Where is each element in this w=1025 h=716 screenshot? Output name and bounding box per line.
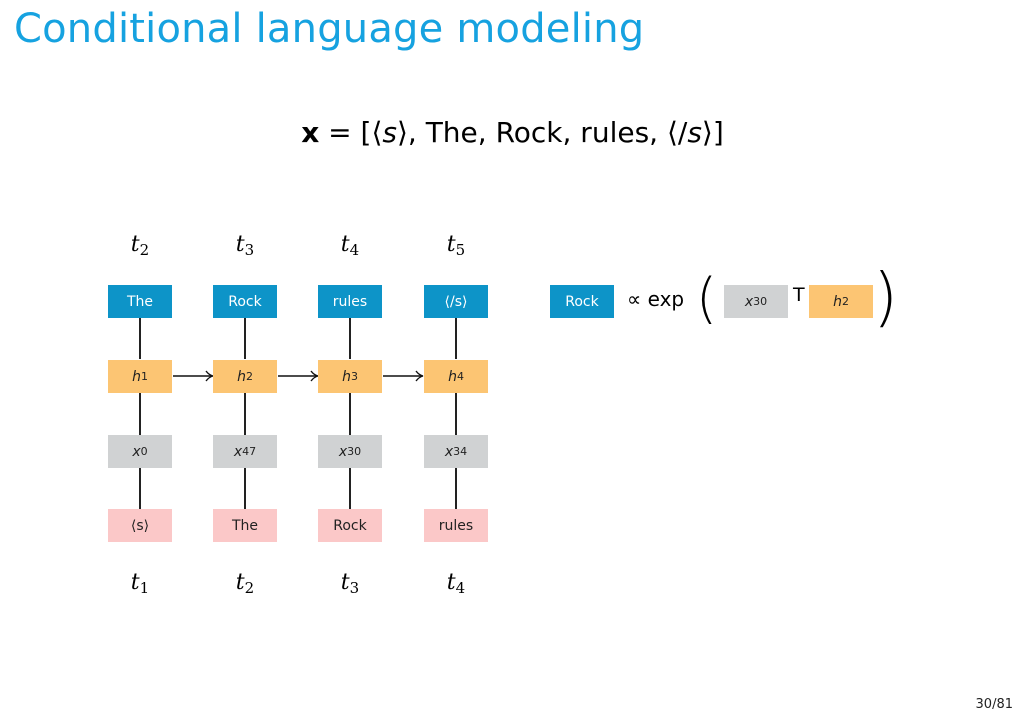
input-token-box: The (213, 509, 277, 542)
formula-end: ⟩] (701, 116, 724, 149)
output-token-box: Rock (213, 285, 277, 318)
recurrent-arrow (278, 370, 319, 382)
bottom-time-label: t2 (235, 570, 255, 597)
bottom-time-label: t1 (130, 570, 150, 597)
formula-s2: s (687, 116, 702, 149)
top-time-label: t2 (130, 232, 150, 259)
sequence-formula: x = [⟨s⟩, The, Rock, rules, ⟨/s⟩] (0, 116, 1025, 149)
connector-line (244, 393, 246, 435)
top-time-label: t4 (340, 232, 360, 259)
connector-line (244, 468, 246, 510)
recurrent-arrow (173, 370, 214, 382)
input-token-box: ⟨s⟩ (108, 509, 172, 542)
recurrent-arrow (383, 370, 424, 382)
slide-title: Conditional language modeling (14, 6, 645, 52)
bottom-time-label: t4 (446, 570, 466, 597)
connector-line (455, 393, 457, 435)
connector-line (139, 393, 141, 435)
connector-line (455, 468, 457, 510)
page-number: 30/81 (975, 697, 1013, 712)
connector-line (139, 318, 141, 359)
close-paren: ) (873, 261, 898, 335)
top-time-label: t3 (235, 232, 255, 259)
open-paren: ( (696, 267, 718, 330)
transpose-symbol: T (793, 284, 805, 306)
connector-line (244, 318, 246, 359)
connector-line (139, 468, 141, 510)
output-token-box: ⟨/s⟩ (424, 285, 488, 318)
formula-s1: s (382, 116, 397, 149)
bottom-time-label: t3 (340, 570, 360, 597)
input-token-box: rules (424, 509, 488, 542)
output-token-box: rules (318, 285, 382, 318)
formula-mid: ⟩, The, Rock, rules, ⟨/ (396, 116, 688, 149)
connector-line (455, 318, 457, 359)
top-time-label: t5 (446, 232, 466, 259)
connector-line (349, 318, 351, 359)
connector-line (349, 468, 351, 510)
output-token-box: The (108, 285, 172, 318)
input-token-box: Rock (318, 509, 382, 542)
proportional-exp: ∝ exp (627, 287, 685, 311)
equation-output-box: Rock (550, 285, 614, 318)
formula-equals: = [⟨ (319, 116, 383, 149)
formula-var: x (301, 116, 320, 149)
connector-line (349, 393, 351, 435)
